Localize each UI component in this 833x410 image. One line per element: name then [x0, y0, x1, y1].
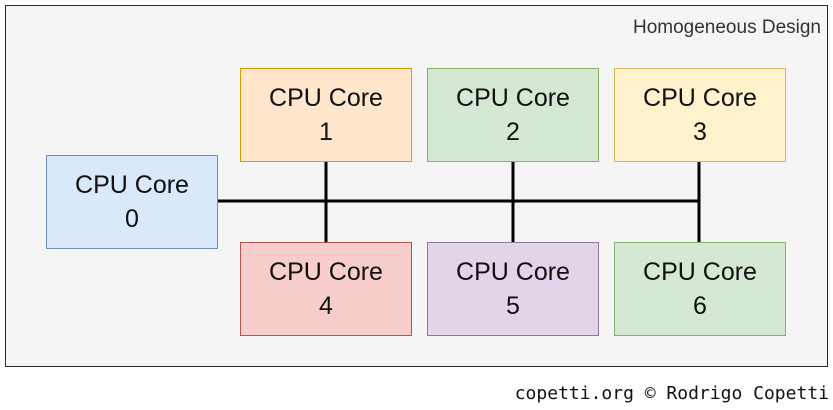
frame-title: Homogeneous Design: [632, 17, 821, 38]
cpu-core-2: CPU Core 2: [427, 68, 599, 162]
cpu-core-number: 0: [125, 205, 139, 233]
cpu-core-label: CPU Core: [75, 171, 189, 199]
cpu-core-number: 3: [693, 118, 707, 146]
cpu-core-number: 4: [319, 292, 333, 320]
cpu-core-label: CPU Core: [269, 84, 383, 112]
credit-text: copetti.org © Rodrigo Copetti: [514, 383, 829, 404]
cpu-core-6: CPU Core 6: [614, 242, 786, 336]
cpu-core-number: 1: [319, 118, 333, 146]
cpu-core-number: 5: [506, 292, 520, 320]
cpu-core-0: CPU Core 0: [46, 155, 218, 249]
cpu-core-label: CPU Core: [456, 84, 570, 112]
cpu-core-label: CPU Core: [643, 258, 757, 286]
cpu-core-label: CPU Core: [269, 258, 383, 286]
cpu-core-4: CPU Core 4: [240, 242, 412, 336]
cpu-core-3: CPU Core 3: [614, 68, 786, 162]
cpu-core-label: CPU Core: [456, 258, 570, 286]
cpu-core-number: 2: [506, 118, 520, 146]
cpu-core-1: CPU Core 1: [240, 68, 412, 162]
cpu-core-5: CPU Core 5: [427, 242, 599, 336]
cpu-core-label: CPU Core: [643, 84, 757, 112]
cpu-core-number: 6: [693, 292, 707, 320]
